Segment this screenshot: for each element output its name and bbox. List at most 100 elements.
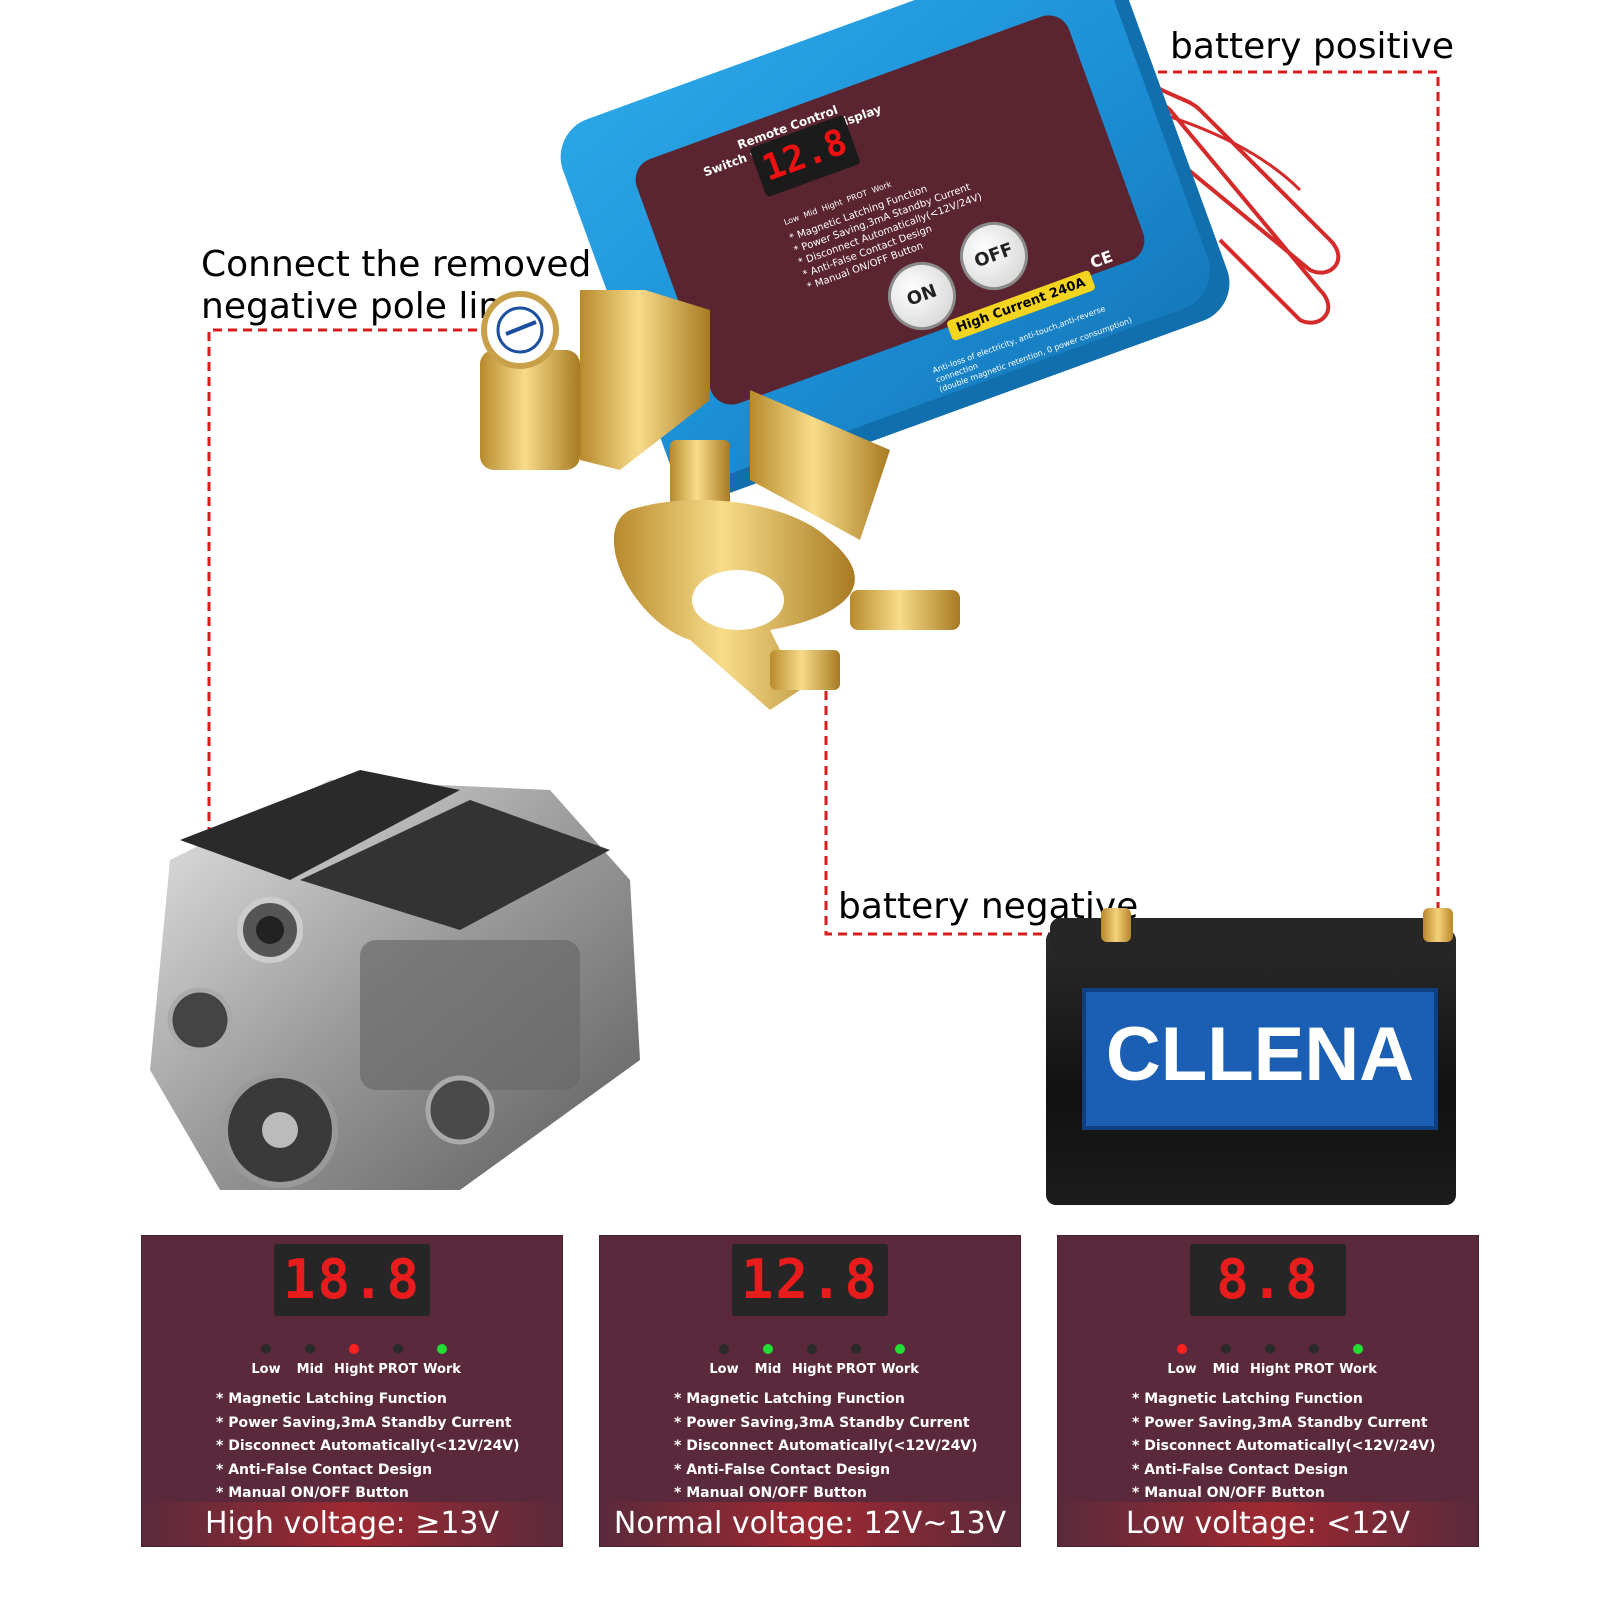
indicator-label: Hight bbox=[791, 1362, 833, 1377]
card-caption-band bbox=[600, 1502, 1020, 1546]
card-feature-list: * Magnetic Latching Function * Power Savi… bbox=[1132, 1388, 1436, 1506]
card-indicator: Low bbox=[244, 1344, 288, 1378]
indicator-led bbox=[305, 1344, 315, 1354]
card-indicator: Work bbox=[420, 1344, 464, 1378]
card-voltage-display: 18.8 bbox=[274, 1244, 430, 1316]
car-engine-illustration bbox=[150, 770, 640, 1190]
indicator-label: Work bbox=[423, 1362, 461, 1377]
card-feature-item: * Manual ON/OFF Button bbox=[216, 1485, 409, 1501]
card-feature-item: * Disconnect Automatically(<12V/24V) bbox=[216, 1438, 520, 1454]
lower-bracket bbox=[750, 390, 890, 540]
card-indicator: PROT bbox=[1292, 1344, 1336, 1378]
clamp-bolt bbox=[670, 440, 730, 520]
card-feature-item: * Magnetic Latching Function bbox=[216, 1391, 447, 1407]
indicator-label: Mid bbox=[296, 1362, 324, 1377]
battery-positive-post bbox=[1423, 908, 1453, 942]
card-feature-item: * Power Saving,3mA Standby Current bbox=[216, 1414, 512, 1431]
indicator-label: Low bbox=[709, 1362, 739, 1377]
indicator-label: Mid bbox=[1212, 1362, 1240, 1377]
battery-positive-label: battery positive bbox=[1170, 26, 1455, 67]
card-indicator: Low bbox=[1160, 1344, 1204, 1378]
brass-terminals-illustration bbox=[480, 290, 960, 710]
card-feature-item: * Manual ON/OFF Button bbox=[674, 1485, 867, 1501]
indicator-label: PROT bbox=[836, 1362, 876, 1377]
indicator-label: PROT bbox=[378, 1362, 418, 1377]
card-indicator: Mid bbox=[746, 1344, 790, 1378]
indicator-led bbox=[763, 1344, 773, 1354]
indicator-led bbox=[261, 1344, 271, 1354]
indicator-label: PROT bbox=[1294, 1362, 1334, 1377]
battery-negative-connector-line bbox=[824, 676, 1116, 936]
clamp-screw bbox=[850, 590, 960, 630]
indicator-label: Hight bbox=[333, 1362, 375, 1377]
card-feature-item: * Anti-False Contact Design bbox=[216, 1461, 433, 1478]
indicator-label: Hight bbox=[1249, 1362, 1291, 1377]
card-indicator: Hight bbox=[1248, 1344, 1292, 1378]
card-feature-list: * Magnetic Latching Function * Power Savi… bbox=[216, 1388, 520, 1506]
card-caption-band bbox=[142, 1502, 562, 1546]
card-caption-band bbox=[1058, 1502, 1478, 1546]
card-feature-item: * Power Saving,3mA Standby Current bbox=[1132, 1414, 1428, 1431]
card-indicator: Work bbox=[1336, 1344, 1380, 1378]
device-ind-work: Work bbox=[870, 179, 893, 196]
engine-valve-cover-right bbox=[300, 800, 610, 930]
card-indicator: Mid bbox=[1204, 1344, 1248, 1378]
indicator-led bbox=[393, 1344, 403, 1354]
card-feature-item: * Anti-False Contact Design bbox=[1132, 1461, 1349, 1478]
indicator-label: Work bbox=[881, 1362, 919, 1377]
indicator-led bbox=[807, 1344, 817, 1354]
card-feature-item: * Magnetic Latching Function bbox=[674, 1391, 905, 1407]
negative-line-label-2: negative pole line bbox=[201, 286, 524, 327]
device-ind-mid: Mid bbox=[802, 206, 819, 220]
card-indicator: Work bbox=[878, 1344, 922, 1378]
battery-negative-post bbox=[1101, 908, 1131, 942]
card-feature-item: * Magnetic Latching Function bbox=[1132, 1391, 1363, 1407]
card-voltage-caption: Normal voltage: 12V~13V bbox=[613, 1506, 1007, 1541]
battery-brand: CLLENA bbox=[1105, 1012, 1415, 1097]
card-feature-item: * Disconnect Automatically(<12V/24V) bbox=[674, 1438, 978, 1454]
top-bracket bbox=[580, 290, 710, 470]
card-indicator: Low bbox=[702, 1344, 746, 1378]
card-indicator: Hight bbox=[332, 1344, 376, 1378]
card-indicator: PROT bbox=[834, 1344, 878, 1378]
card-indicator: Hight bbox=[790, 1344, 834, 1378]
card-feature-item: * Power Saving,3mA Standby Current bbox=[674, 1414, 970, 1431]
card-voltage-caption: High voltage: ≥13V bbox=[204, 1506, 500, 1541]
engine-pulley-small bbox=[167, 987, 233, 1053]
card-indicator: Mid bbox=[288, 1344, 332, 1378]
negative-line-label-1: Connect the removed bbox=[201, 244, 592, 285]
indicator-led bbox=[1353, 1344, 1363, 1354]
card-feature-list: * Magnetic Latching Function * Power Savi… bbox=[674, 1388, 978, 1506]
card-indicator: PROT bbox=[376, 1344, 420, 1378]
indicator-led bbox=[851, 1344, 861, 1354]
indicator-led bbox=[1309, 1344, 1319, 1354]
card-feature-item: * Disconnect Automatically(<12V/24V) bbox=[1132, 1438, 1436, 1454]
indicator-led bbox=[719, 1344, 729, 1354]
negative-post-cap bbox=[480, 350, 580, 470]
indicator-led bbox=[1177, 1344, 1187, 1354]
indicator-led bbox=[895, 1344, 905, 1354]
indicator-label: Work bbox=[1339, 1362, 1377, 1377]
engine-valve-cover-left bbox=[180, 770, 460, 880]
indicator-led bbox=[1221, 1344, 1231, 1354]
card-feature-item: * Anti-False Contact Design bbox=[674, 1461, 891, 1478]
battery-label-panel bbox=[1082, 988, 1438, 1130]
indicator-label: Low bbox=[1167, 1362, 1197, 1377]
positive-connector-line bbox=[1098, 70, 1440, 934]
indicator-label: Mid bbox=[754, 1362, 782, 1377]
card-voltage-display: 12.8 bbox=[732, 1244, 888, 1316]
indicator-led bbox=[1265, 1344, 1275, 1354]
card-voltage-display: 8.8 bbox=[1190, 1244, 1346, 1316]
indicator-label: Low bbox=[251, 1362, 281, 1377]
device-ind-low: Low bbox=[782, 213, 801, 228]
indicator-led bbox=[349, 1344, 359, 1354]
card-feature-item: * Manual ON/OFF Button bbox=[1132, 1485, 1325, 1501]
indicator-led bbox=[437, 1344, 447, 1354]
card-voltage-caption: Low voltage: <12V bbox=[1125, 1506, 1411, 1541]
